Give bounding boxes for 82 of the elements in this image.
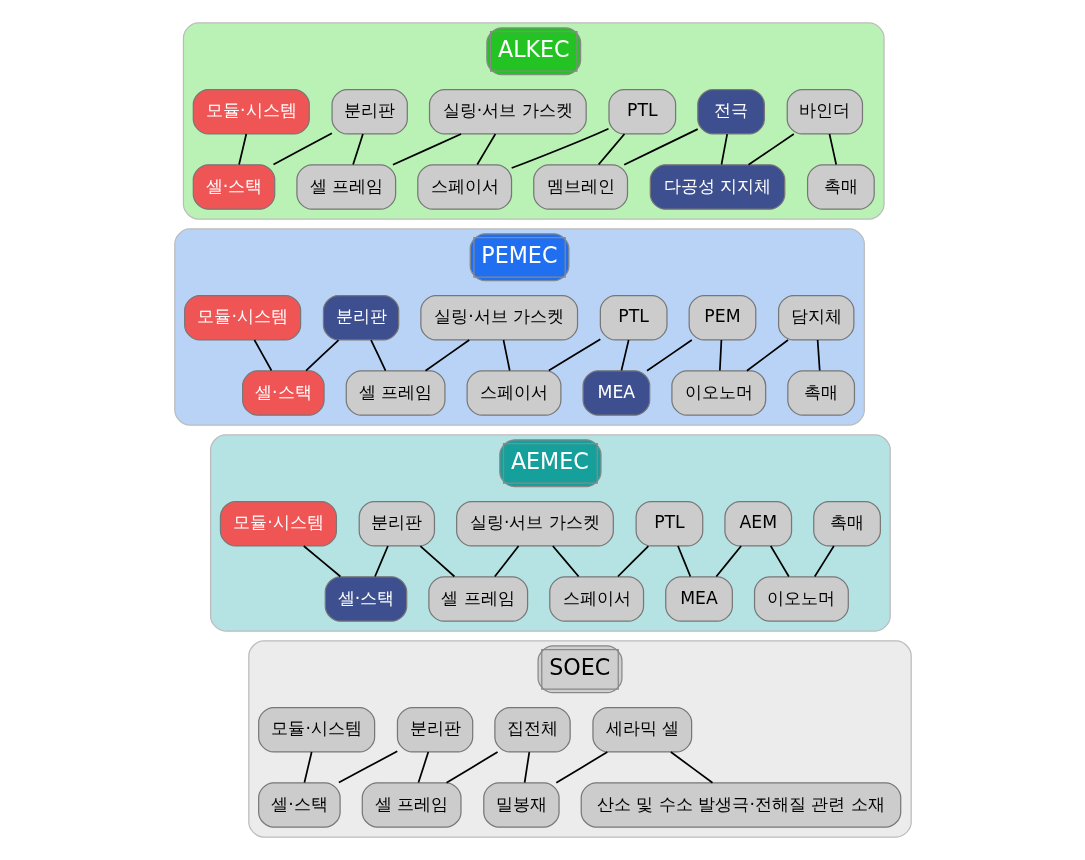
node-box: 스페이서	[466, 370, 561, 416]
node-box: 촉매	[812, 500, 881, 547]
node-box: 셀·스택	[192, 164, 275, 210]
node-box: 담지체	[777, 294, 854, 341]
connector	[718, 339, 722, 372]
connector	[551, 545, 579, 578]
node-box: 분리판	[322, 294, 399, 341]
node-box: PTL	[599, 294, 668, 341]
node-box: 스페이서	[548, 576, 644, 622]
connector	[337, 750, 398, 784]
node-box: 스페이서	[416, 164, 512, 210]
connector	[828, 133, 837, 166]
connector	[510, 127, 609, 169]
node-box: 셀 프레임	[361, 782, 462, 828]
connector	[391, 133, 462, 166]
node-box: 세라믹 셀	[591, 706, 692, 753]
connector	[369, 339, 386, 372]
node-box: 다공성 지지체	[649, 164, 785, 210]
node-box: 전극	[696, 88, 765, 135]
node-box: 셀·스택	[257, 782, 341, 828]
connector	[523, 751, 530, 784]
connector	[351, 133, 364, 166]
node-box: 셀 프레임	[345, 370, 446, 416]
node-box: MEA	[664, 576, 733, 622]
connector	[669, 751, 713, 784]
connector	[714, 545, 742, 578]
connector	[816, 339, 821, 372]
connector	[237, 133, 247, 166]
node-box: 셀·스택	[241, 370, 325, 416]
node-box: 실링·서브 가스켓	[455, 500, 614, 547]
connector	[554, 751, 608, 784]
node-box: 실링·서브 가스켓	[428, 88, 587, 135]
node-box: 모듈·시스템	[257, 706, 375, 753]
node-box: 집전체	[493, 706, 571, 753]
connector	[445, 751, 498, 784]
node-box: 모듈·시스템	[183, 294, 301, 341]
connector	[813, 545, 835, 578]
node-box: 모듈·시스템	[192, 88, 310, 135]
node-box: 셀 프레임	[427, 576, 528, 622]
connector	[373, 545, 389, 578]
node-box: 바인더	[786, 88, 863, 135]
node-box: 밀봉재	[482, 782, 560, 828]
node-box: 분리판	[358, 500, 435, 547]
connector	[272, 132, 333, 166]
node-box: 분리판	[396, 706, 473, 753]
node-box: 셀·스택	[324, 576, 407, 622]
node-box: PTL	[607, 88, 676, 135]
connector	[417, 751, 429, 784]
node-box: 셀 프레임	[295, 164, 396, 210]
node-box: PEM	[688, 294, 756, 341]
node-box: 이오노머	[670, 370, 766, 416]
connector	[676, 545, 691, 578]
connector	[475, 133, 496, 166]
connector	[424, 339, 470, 372]
connector	[304, 339, 339, 372]
connector	[745, 339, 789, 372]
connector	[645, 339, 693, 372]
node-box: 촉매	[786, 370, 855, 416]
connector	[620, 339, 630, 372]
node-box: 멤브레인	[532, 164, 628, 210]
connector	[622, 128, 699, 166]
connector	[597, 133, 625, 166]
node-box: PTL	[635, 500, 703, 547]
connector	[747, 133, 795, 166]
connector	[302, 545, 341, 578]
node-box: 촉매	[806, 164, 875, 210]
connector	[720, 133, 728, 166]
connector	[547, 338, 601, 372]
node-box: 산소 및 수소 발생극·전해질 관련 소재	[580, 782, 901, 828]
node-box: 분리판	[330, 88, 408, 135]
connector	[502, 339, 511, 372]
node-box: 이오노머	[753, 576, 849, 622]
node-box: 모듈·시스템	[219, 500, 337, 547]
node-box: AEM	[723, 500, 792, 547]
node-box: MEA	[581, 370, 650, 416]
connector	[253, 339, 272, 372]
connector	[493, 545, 519, 578]
connector	[303, 751, 313, 784]
node-box: 실링·서브 가스켓	[419, 294, 578, 341]
connector	[419, 545, 455, 578]
connector	[769, 545, 790, 578]
connector	[616, 545, 649, 578]
